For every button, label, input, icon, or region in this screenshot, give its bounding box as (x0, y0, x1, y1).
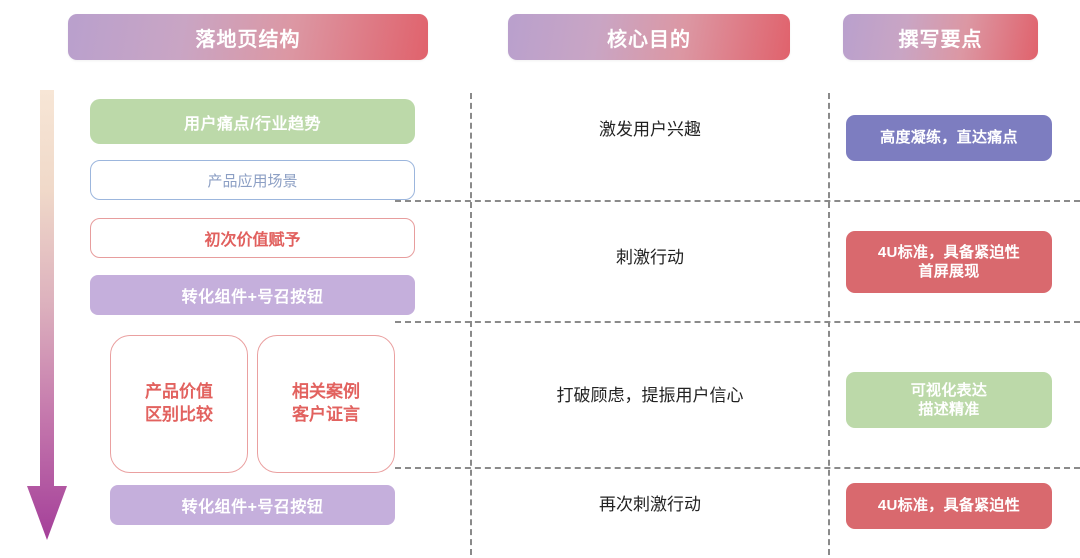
writing-point-row-2-line2: 首屏展现 (918, 263, 980, 280)
purpose-row-3: 打破顾虑，提振用户信心 (475, 378, 825, 408)
writing-point-row-1-label: 高度凝练，直达痛点 (880, 129, 1018, 147)
structure-block-pain-label: 用户痛点/行业趋势 (184, 115, 321, 133)
divider-horizontal-1 (395, 200, 1080, 202)
writing-point-row-2-line1: 4U标准，具备紧迫性 (877, 243, 1021, 261)
writing-point-row-2: 4U标准，具备紧迫性 首屏展现 (846, 231, 1052, 293)
writing-point-row-4-label: 4U标准，具备紧迫性 (877, 497, 1021, 515)
writing-point-row-1: 高度凝练，直达痛点 (846, 115, 1052, 161)
purpose-row-4: 再次刺激行动 (475, 487, 825, 517)
structure-block-cta2-label: 转化组件+号召按钮 (181, 499, 324, 516)
purpose-row-1-label: 激发用户兴趣 (599, 119, 701, 139)
structure-card-case-line2: 客户证言 (292, 405, 360, 424)
structure-card-case-testimonials[interactable]: 相关案例 客户证言 (257, 335, 395, 473)
purpose-row-1: 激发用户兴趣 (475, 112, 825, 142)
structure-block-value-label: 初次价值赋予 (204, 232, 301, 249)
structure-card-compare-line1: 产品价值 (145, 382, 213, 402)
header-writing-points: 撰写要点 (843, 14, 1038, 60)
structure-block-product-scenario[interactable]: 产品应用场景 (90, 160, 415, 200)
structure-block-conversion-cta-1[interactable]: 转化组件+号召按钮 (90, 275, 415, 315)
writing-point-row-4: 4U标准，具备紧迫性 (846, 483, 1052, 529)
structure-card-compare-line2: 区别比较 (145, 405, 213, 424)
structure-block-cta1-label: 转化组件+号召按钮 (181, 289, 324, 306)
structure-block-conversion-cta-2[interactable]: 转化组件+号召按钮 (110, 485, 395, 525)
divider-horizontal-3 (395, 467, 1080, 469)
header-purpose-label: 核心目的 (607, 28, 691, 51)
downward-flow-arrow-icon (27, 90, 67, 540)
divider-vertical-left (470, 93, 472, 555)
purpose-row-2: 刺激行动 (475, 240, 825, 270)
divider-horizontal-2 (395, 321, 1080, 323)
divider-vertical-right (828, 93, 830, 555)
purpose-row-2-label: 刺激行动 (616, 247, 684, 267)
structure-card-case-line1: 相关案例 (292, 382, 360, 402)
structure-block-user-pain-points[interactable]: 用户痛点/行业趋势 (90, 99, 415, 144)
structure-block-scene-label: 产品应用场景 (207, 172, 298, 190)
purpose-row-3-label: 打破顾虑，提振用户信心 (556, 385, 744, 405)
structure-block-initial-value[interactable]: 初次价值赋予 (90, 218, 415, 258)
structure-card-product-value-comparison[interactable]: 产品价值 区别比较 (110, 335, 248, 473)
purpose-row-4-label: 再次刺激行动 (599, 494, 701, 514)
header-core-purpose: 核心目的 (508, 14, 790, 60)
header-structure-label: 落地页结构 (195, 28, 301, 51)
writing-point-row-3-line2: 描述精准 (918, 401, 980, 418)
header-points-label: 撰写要点 (898, 28, 983, 51)
writing-point-row-3-line1: 可视化表达 (910, 381, 988, 399)
header-landing-page-structure: 落地页结构 (68, 14, 428, 60)
writing-point-row-3: 可视化表达 描述精准 (846, 372, 1052, 428)
